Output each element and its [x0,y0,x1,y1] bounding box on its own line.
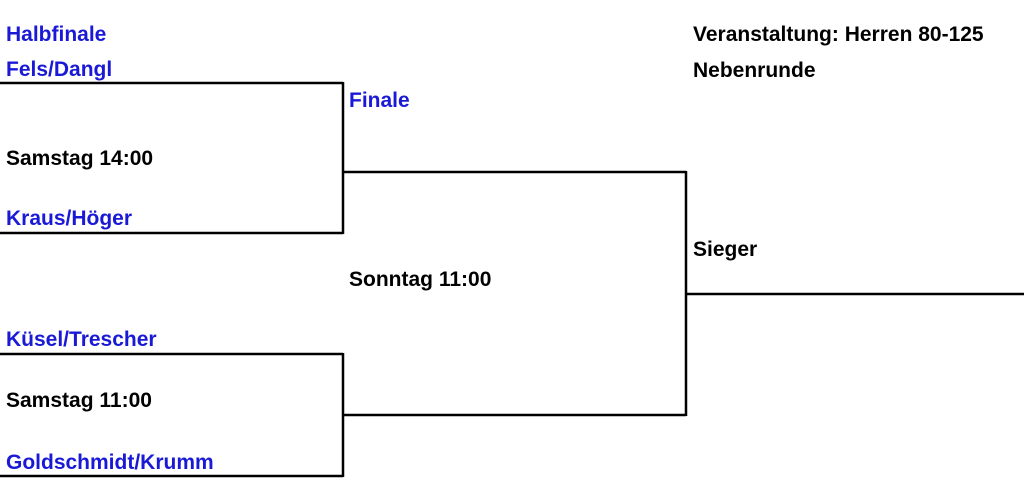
sf-top-team1[interactable]: Fels/Dangl [6,58,113,81]
sf-bottom-team2[interactable]: Goldschmidt/Krumm [6,451,214,474]
subround-title: Nebenrunde [693,59,816,82]
round-title-halbfinale: Halbfinale [6,23,107,46]
sf-top-time: Samstag 14:00 [6,147,154,170]
final-time: Sonntag 11:00 [349,268,492,291]
sf-top-team2[interactable]: Kraus/Höger [6,207,133,230]
sf-bottom-team1[interactable]: Küsel/Trescher [6,328,157,351]
round-title-finale: Finale [349,89,410,112]
event-title: Veranstaltung: Herren 80-125 [693,23,984,46]
sf-bottom-time: Samstag 11:00 [6,389,152,412]
winner-label: Sieger [693,238,758,261]
